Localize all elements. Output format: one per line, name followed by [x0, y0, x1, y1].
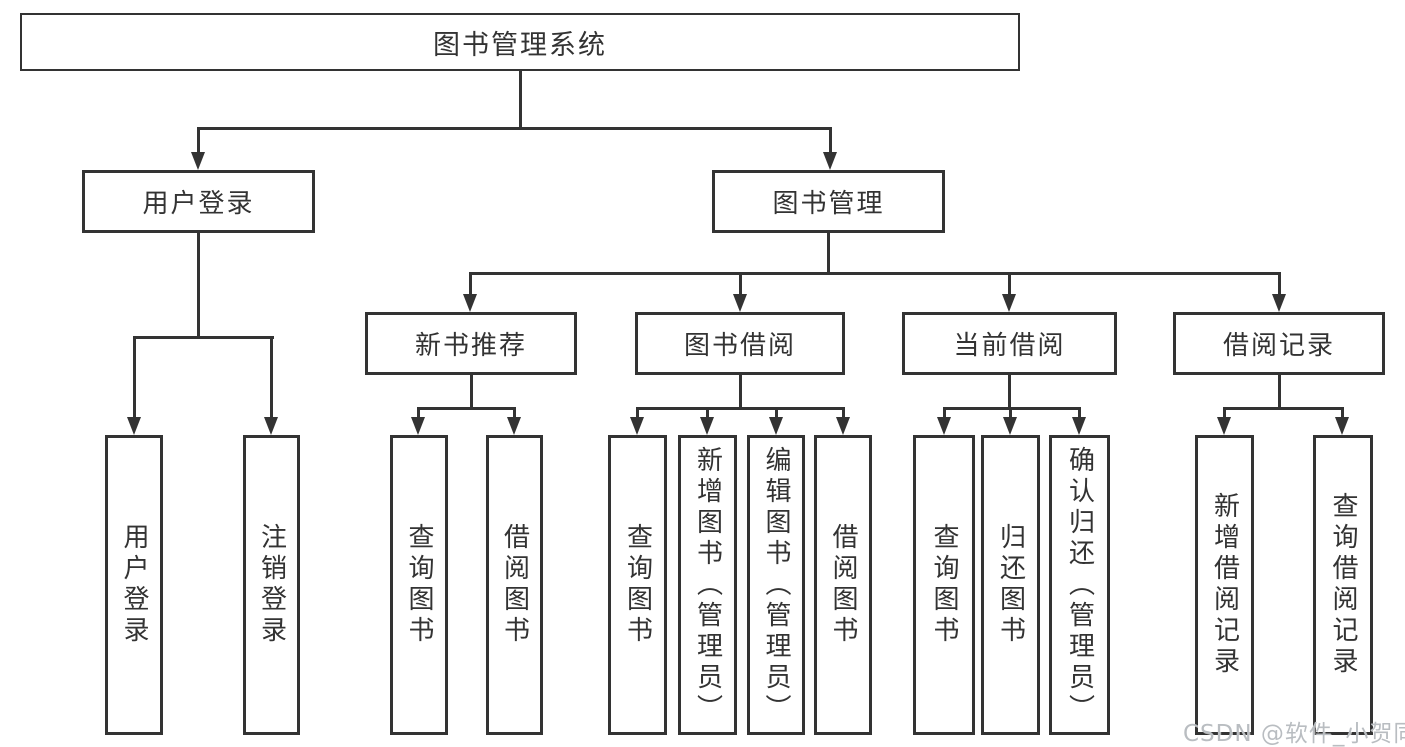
node-book-management: 图书管理: [712, 170, 945, 233]
connector-line: [417, 407, 516, 410]
connector-line: [943, 407, 946, 418]
connector-line: [842, 407, 845, 418]
connector-line: [1008, 272, 1011, 296]
connector-line: [519, 71, 522, 130]
connector-line: [197, 127, 200, 154]
connector-line: [829, 127, 832, 154]
leaf-confirm-return-admin: 确认归还（管理员）: [1049, 435, 1110, 735]
arrow-down-icon: [463, 294, 477, 312]
connector-line: [827, 233, 830, 275]
connector-line: [1009, 407, 1012, 418]
arrow-down-icon: [733, 294, 747, 312]
connector-line: [775, 407, 778, 418]
csdn-watermark: CSDN @软件_小贺同学: [1183, 721, 1405, 747]
connector-line: [470, 375, 473, 410]
connector-line: [1008, 375, 1011, 410]
arrow-down-icon: [630, 417, 644, 435]
arrow-down-icon: [1003, 417, 1017, 435]
connector-line: [469, 272, 472, 296]
arrow-down-icon: [1217, 417, 1231, 435]
leaf-query-borrow-record: 查询借阅记录: [1313, 435, 1373, 735]
connector-line: [1278, 375, 1281, 410]
leaf-add-borrow-record: 新增借阅记录: [1195, 435, 1254, 735]
connector-line: [706, 407, 709, 418]
connector-line: [133, 336, 136, 418]
connector-line: [739, 375, 742, 410]
connector-line: [469, 272, 1281, 275]
arrow-down-icon: [937, 417, 951, 435]
node-user-login: 用户登录: [82, 170, 315, 233]
leaf-edit-books-admin: 编辑图书（管理员）: [747, 435, 805, 735]
arrow-down-icon: [507, 417, 521, 435]
connector-line: [197, 233, 200, 339]
connector-line: [270, 336, 273, 418]
leaf-query-books-current: 查询图书: [913, 435, 975, 735]
leaf-query-books-recommend: 查询图书: [390, 435, 448, 735]
arrow-down-icon: [191, 152, 205, 170]
connector-line: [1078, 407, 1081, 418]
connector-line: [417, 407, 420, 418]
node-current-borrowing: 当前借阅: [902, 312, 1117, 375]
node-borrowing-records: 借阅记录: [1173, 312, 1385, 375]
arrow-down-icon: [264, 417, 278, 435]
connector-line: [513, 407, 516, 418]
arrow-down-icon: [127, 417, 141, 435]
arrow-down-icon: [1272, 294, 1286, 312]
leaf-user-login: 用户登录: [105, 435, 163, 735]
connector-line: [1278, 272, 1281, 296]
leaf-add-books-admin: 新增图书（管理员）: [678, 435, 737, 735]
connector-line: [636, 407, 639, 418]
node-new-book-recommend: 新书推荐: [365, 312, 577, 375]
arrow-down-icon: [1335, 417, 1349, 435]
connector-line: [1341, 407, 1344, 418]
leaf-query-books-borrowing: 查询图书: [608, 435, 667, 735]
arrow-down-icon: [1072, 417, 1086, 435]
arrow-down-icon: [769, 417, 783, 435]
connector-line: [1223, 407, 1344, 410]
connector-line: [636, 407, 845, 410]
leaf-logout-login: 注销登录: [243, 435, 300, 735]
arrow-down-icon: [823, 152, 837, 170]
arrow-down-icon: [700, 417, 714, 435]
connector-line: [197, 127, 832, 130]
connector-line: [739, 272, 742, 296]
arrow-down-icon: [411, 417, 425, 435]
connector-line: [133, 336, 274, 339]
node-library-management-system: 图书管理系统: [20, 13, 1020, 71]
node-book-borrowing: 图书借阅: [635, 312, 845, 375]
connector-line: [943, 407, 1081, 410]
leaf-return-books: 归还图书: [981, 435, 1040, 735]
arrow-down-icon: [836, 417, 850, 435]
leaf-borrow-books-borrowing: 借阅图书: [814, 435, 872, 735]
arrow-down-icon: [1002, 294, 1016, 312]
leaf-borrow-books-recommend: 借阅图书: [486, 435, 543, 735]
connector-line: [1223, 407, 1226, 418]
